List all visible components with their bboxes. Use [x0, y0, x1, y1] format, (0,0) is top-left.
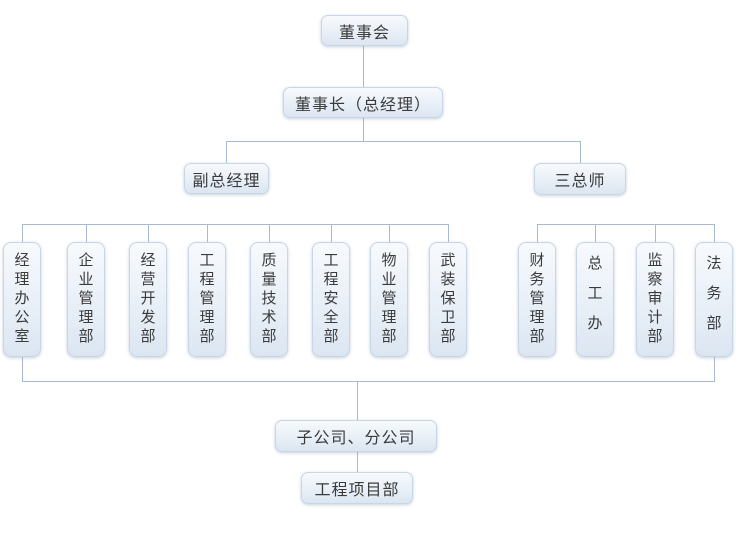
dept-engineering-management: 工程管理部 [188, 242, 226, 357]
connector-stub [148, 224, 149, 242]
dept-legal: 法务部 [695, 242, 733, 357]
connector-subsidiaries-drop [357, 381, 358, 420]
connector-stub [22, 224, 23, 242]
dept-enterprise-management: 企业管理部 [67, 242, 105, 357]
connector-right-down [714, 357, 715, 381]
connector-stub [269, 224, 270, 242]
connector-stub [86, 224, 87, 242]
node-three-chiefs: 三总师 [534, 163, 626, 195]
connector-right-rail [537, 224, 715, 225]
node-deputy-general-manager: 副总经理 [184, 163, 269, 194]
dept-chief-engineer-office: 总工办 [576, 242, 614, 357]
connector-board-chairman [363, 46, 364, 87]
connector-stub [448, 224, 449, 242]
connector-stub [655, 224, 656, 242]
connector-stub [207, 224, 208, 242]
connector-chiefs-drop [580, 141, 581, 163]
dept-armed-security: 武装保卫部 [429, 242, 467, 357]
connector-stub [537, 224, 538, 242]
dept-engineering-safety: 工程安全部 [312, 242, 350, 357]
dept-finance-management: 财务管理部 [518, 242, 556, 357]
connector-level3-rail [226, 141, 581, 142]
connector-stub [389, 224, 390, 242]
connector-left-down [22, 357, 23, 381]
connector-stub [595, 224, 596, 242]
node-project-department: 工程项目部 [301, 472, 413, 504]
node-board: 董事会 [321, 15, 408, 46]
connector-stub [331, 224, 332, 242]
connector-left-rail [22, 224, 449, 225]
connector-bottom-rail [22, 381, 715, 382]
connector-project-drop [357, 452, 358, 472]
dept-property-management: 物业管理部 [370, 242, 408, 357]
dept-quality-technology: 质量技术部 [250, 242, 288, 357]
dept-business-development: 经营开发部 [129, 242, 167, 357]
connector-stub [714, 224, 715, 242]
node-subsidiaries: 子公司、分公司 [275, 420, 437, 452]
connector-chairman-drop [363, 118, 364, 141]
connector-deputy-drop [226, 141, 227, 163]
dept-supervision-audit: 监察审计部 [636, 242, 674, 357]
node-chairman: 董事长（总经理） [283, 87, 443, 118]
dept-manager-office: 经理办公室 [3, 242, 41, 357]
